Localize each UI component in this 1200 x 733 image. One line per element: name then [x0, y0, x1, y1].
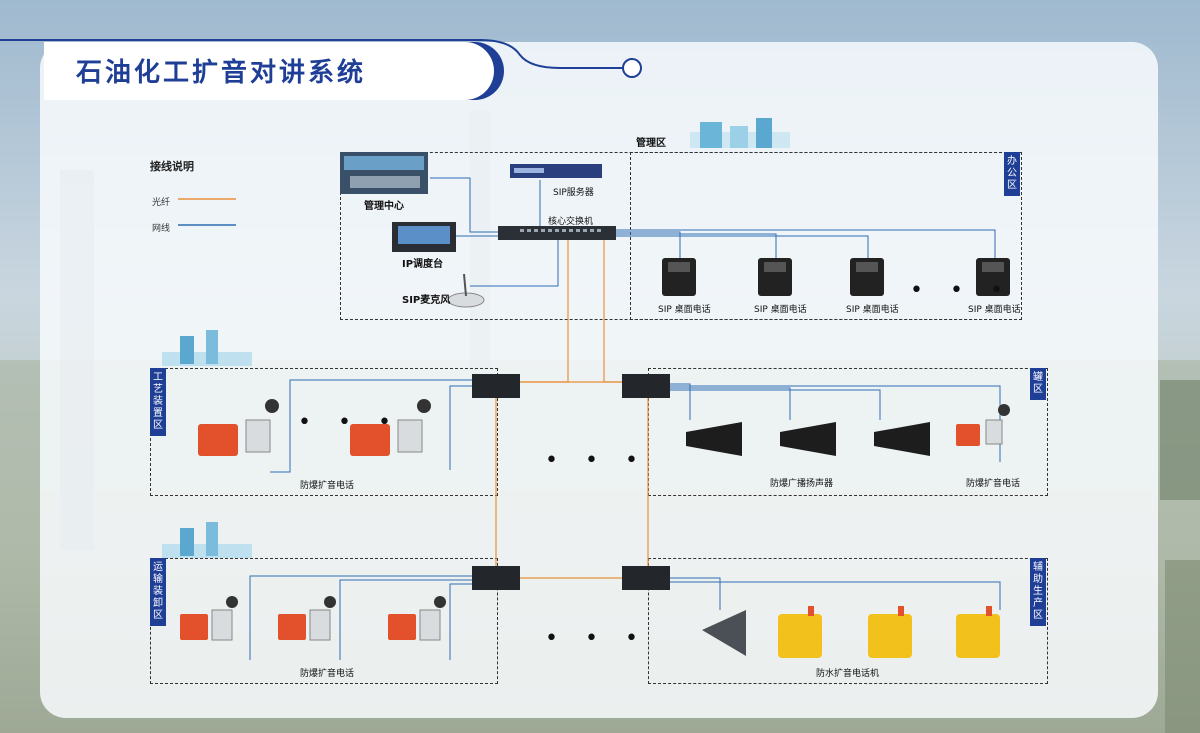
sip-phone-label: SIP 桌面电话 — [968, 305, 1021, 315]
waterproof-phone-icon — [956, 606, 1000, 658]
horn-speaker-icon — [702, 610, 746, 656]
explosion-proof-phone-icon — [278, 596, 336, 641]
field-switch-icon — [622, 566, 670, 590]
explosion-proof-speaker-icon — [780, 422, 836, 456]
field-switch-icon — [472, 374, 520, 398]
control-center-image — [340, 152, 428, 194]
waterproof-phone-icon — [868, 606, 912, 658]
content-panel — [40, 42, 1158, 718]
management-building-icon — [690, 118, 790, 148]
sip-phone-label: SIP 桌面电话 — [754, 305, 807, 315]
explosion-proof-phone-icon — [388, 596, 446, 641]
ip-console-label: IP调度台 — [402, 259, 444, 270]
ip-console-icon — [392, 222, 456, 252]
process-more-ellipsis: • • • — [298, 410, 401, 435]
sip-microphone-icon — [447, 273, 485, 308]
core-switch-label: 核心交换机 — [548, 217, 594, 227]
tank-explosion-phone-label: 防爆扩音电话 — [966, 479, 1021, 489]
legend-title: 接线说明 — [150, 160, 194, 173]
tank-zone-label: 罐区 — [1030, 368, 1046, 400]
auxiliary-zone — [648, 558, 1048, 684]
explosion-proof-phone-icon — [198, 399, 279, 456]
sip-phone-label: SIP 桌面电话 — [846, 305, 899, 315]
core-switch-icon — [498, 226, 616, 240]
explosion-proof-phone-icon — [956, 404, 1010, 446]
sip-phone-label: SIP 桌面电话 — [658, 305, 711, 315]
fiber-links — [495, 237, 649, 579]
sip-desk-phone-icon — [850, 258, 884, 296]
transport-zone-label: 运输装卸区 — [150, 558, 166, 626]
sip-desk-phone-icon — [758, 258, 792, 296]
auxiliary-zone-label: 辅助生产区 — [1030, 558, 1046, 626]
sip-server-icon — [510, 164, 602, 178]
sip-desk-phone-icon — [976, 258, 1010, 296]
explosion-proof-speaker-icon — [874, 422, 930, 456]
field-switch-icon — [472, 566, 520, 590]
office-more-ellipsis: • • • — [910, 278, 1013, 303]
transport-explosion-phone-label: 防爆扩音电话 — [300, 669, 355, 679]
control-center-label: 管理中心 — [364, 201, 404, 212]
waterproof-phone-icon — [778, 606, 822, 658]
explosion-phone-label: 防爆扩音电话 — [300, 481, 355, 491]
management-zone-label: 管理区 — [636, 138, 666, 149]
page-title: 石油化工扩音对讲系统 — [76, 58, 367, 88]
middle-more-ellipsis: • • • — [545, 448, 648, 473]
explosion-proof-phone-icon — [180, 596, 238, 641]
explosion-proof-phone-icon — [350, 399, 431, 456]
legend-fiber-label: 光纤 — [152, 198, 171, 208]
field-switch-icon — [622, 374, 670, 398]
legend-lan-label: 网线 — [152, 224, 171, 234]
explosion-speaker-label: 防爆广播扬声器 — [770, 479, 834, 489]
sip-microphone-label: SIP麦克风 — [402, 295, 451, 306]
explosion-proof-speaker-icon — [686, 422, 742, 456]
sip-desk-phone-icon — [662, 258, 696, 296]
process-plant-icon — [162, 330, 252, 366]
office-zone-label: 办公区 — [1004, 152, 1020, 196]
process-zone-label: 工艺装置区 — [150, 368, 166, 436]
sip-server-label: SIP服务器 — [553, 188, 594, 198]
waterproof-phone-label: 防水扩音电话机 — [816, 669, 880, 679]
bottom-more-ellipsis: • • • — [545, 626, 648, 651]
title-banner — [44, 42, 504, 100]
transport-plant-icon — [162, 522, 252, 558]
